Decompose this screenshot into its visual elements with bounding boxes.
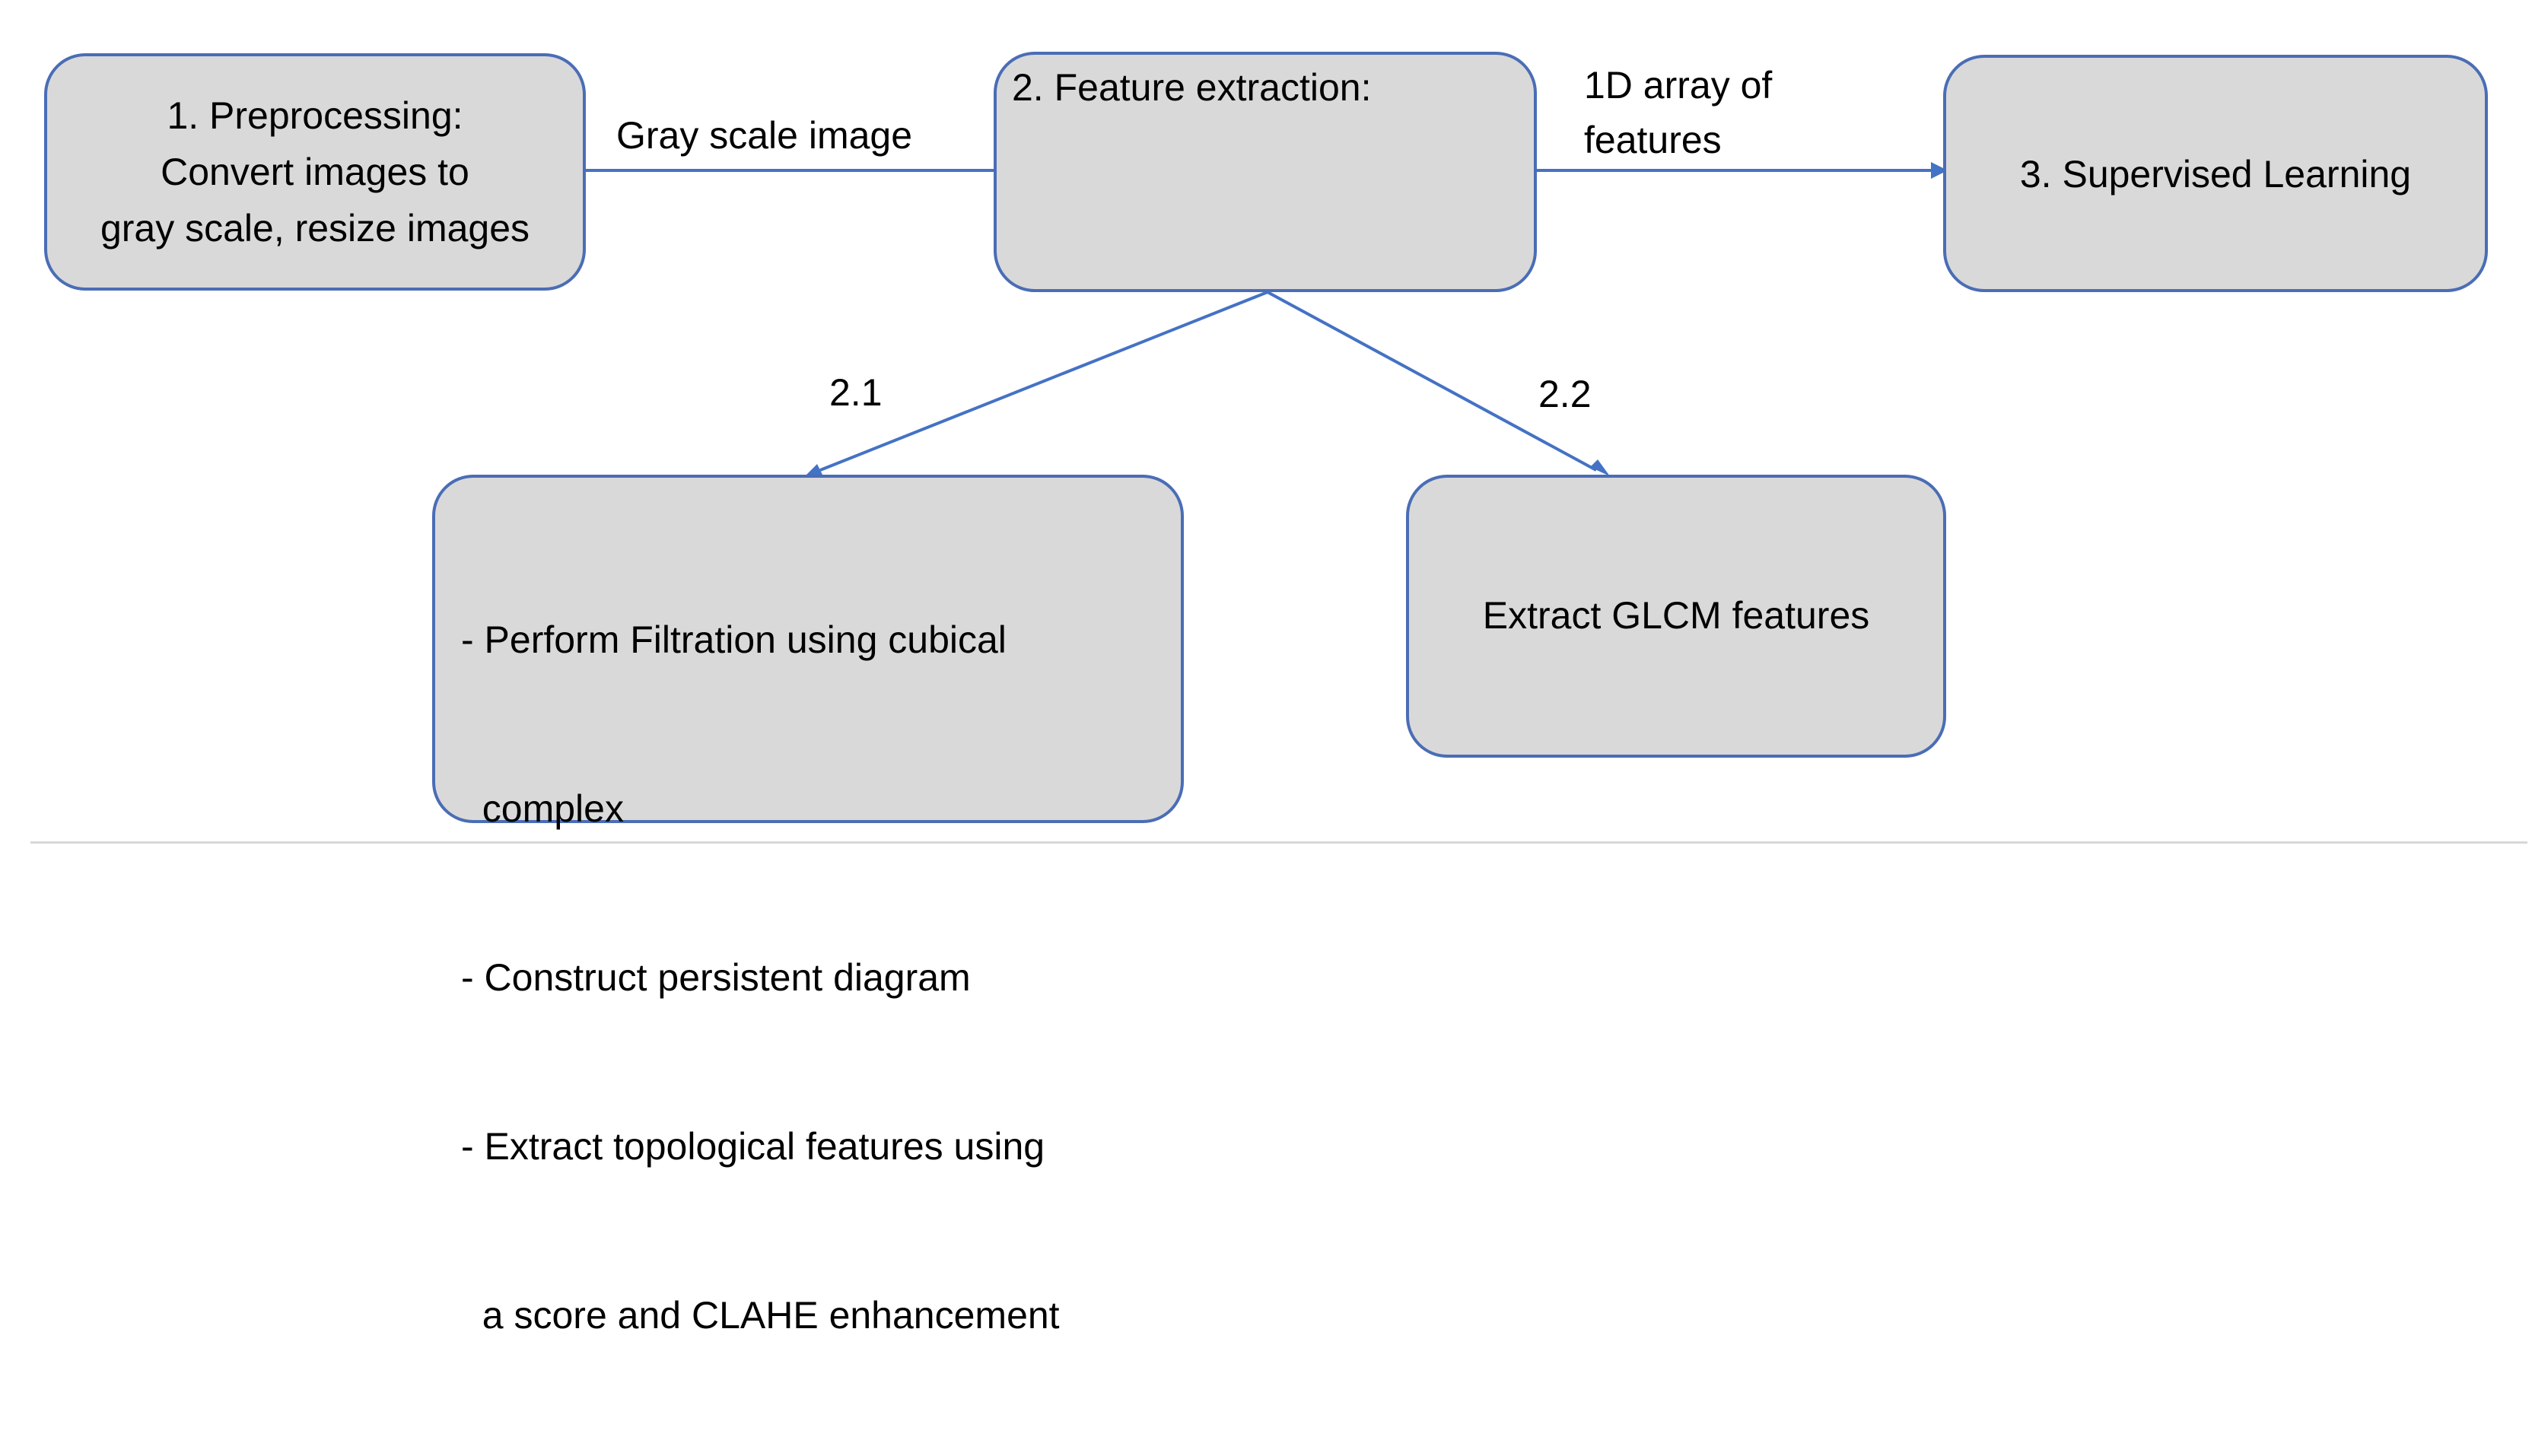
edge-label-2-1: 2.1 [829, 371, 883, 414]
topological-line-2: complex [461, 787, 624, 830]
topological-line-5: a score and CLAHE enhancement [461, 1294, 1060, 1337]
preprocessing-line-2: Convert images to [161, 151, 469, 193]
preprocessing-line-1: 1. Preprocessing: [167, 94, 463, 137]
arrow-feature-to-glcm [1267, 291, 1597, 472]
topological-features-box [432, 475, 1184, 823]
preprocessing-text: 1. Preprocessing: Convert images to gray… [44, 87, 586, 256]
pipeline-diagram: 1. Preprocessing: Convert images to gray… [30, 52, 2527, 1337]
glcm-features-box [1406, 475, 1946, 758]
supervised-learning-box [1943, 55, 2488, 292]
edge-label-1d-array-line-1: 1D array of [1584, 64, 1773, 106]
feature-extraction-box [994, 52, 1537, 292]
arrowhead-feature-to-supervised [1931, 162, 1948, 179]
supervised-learning-title: 3. Supervised Learning [2019, 153, 2412, 196]
topological-line-4: - Extract topological features using [461, 1125, 1045, 1168]
arrowhead-feature-to-topological [805, 464, 823, 476]
glcm-features-title: Extract GLCM features [1482, 594, 1870, 637]
edge-label-1d-array-line-2: features [1584, 119, 1722, 161]
edge-label-gray-scale-image: Gray scale image [616, 114, 913, 157]
arrow-feature-to-topological [819, 291, 1268, 472]
preprocessing-box [44, 53, 586, 291]
edge-label-1d-array-of-features: 1D array of features [1584, 58, 1772, 167]
topological-features-text: - Perform Filtration using cubical compl… [461, 499, 1060, 1456]
topological-line-1: - Perform Filtration using cubical [461, 618, 1007, 661]
topological-line-3: - Construct persistent diagram [461, 956, 971, 999]
feature-extraction-title: 2. Feature extraction: [1012, 66, 1372, 109]
preprocessing-line-3: gray scale, resize images [100, 207, 530, 250]
edge-label-2-2: 2.2 [1538, 373, 1592, 415]
arrowhead-feature-to-glcm [1590, 459, 1610, 476]
connectors-layer [586, 162, 1948, 476]
bottom-divider [30, 841, 2527, 844]
